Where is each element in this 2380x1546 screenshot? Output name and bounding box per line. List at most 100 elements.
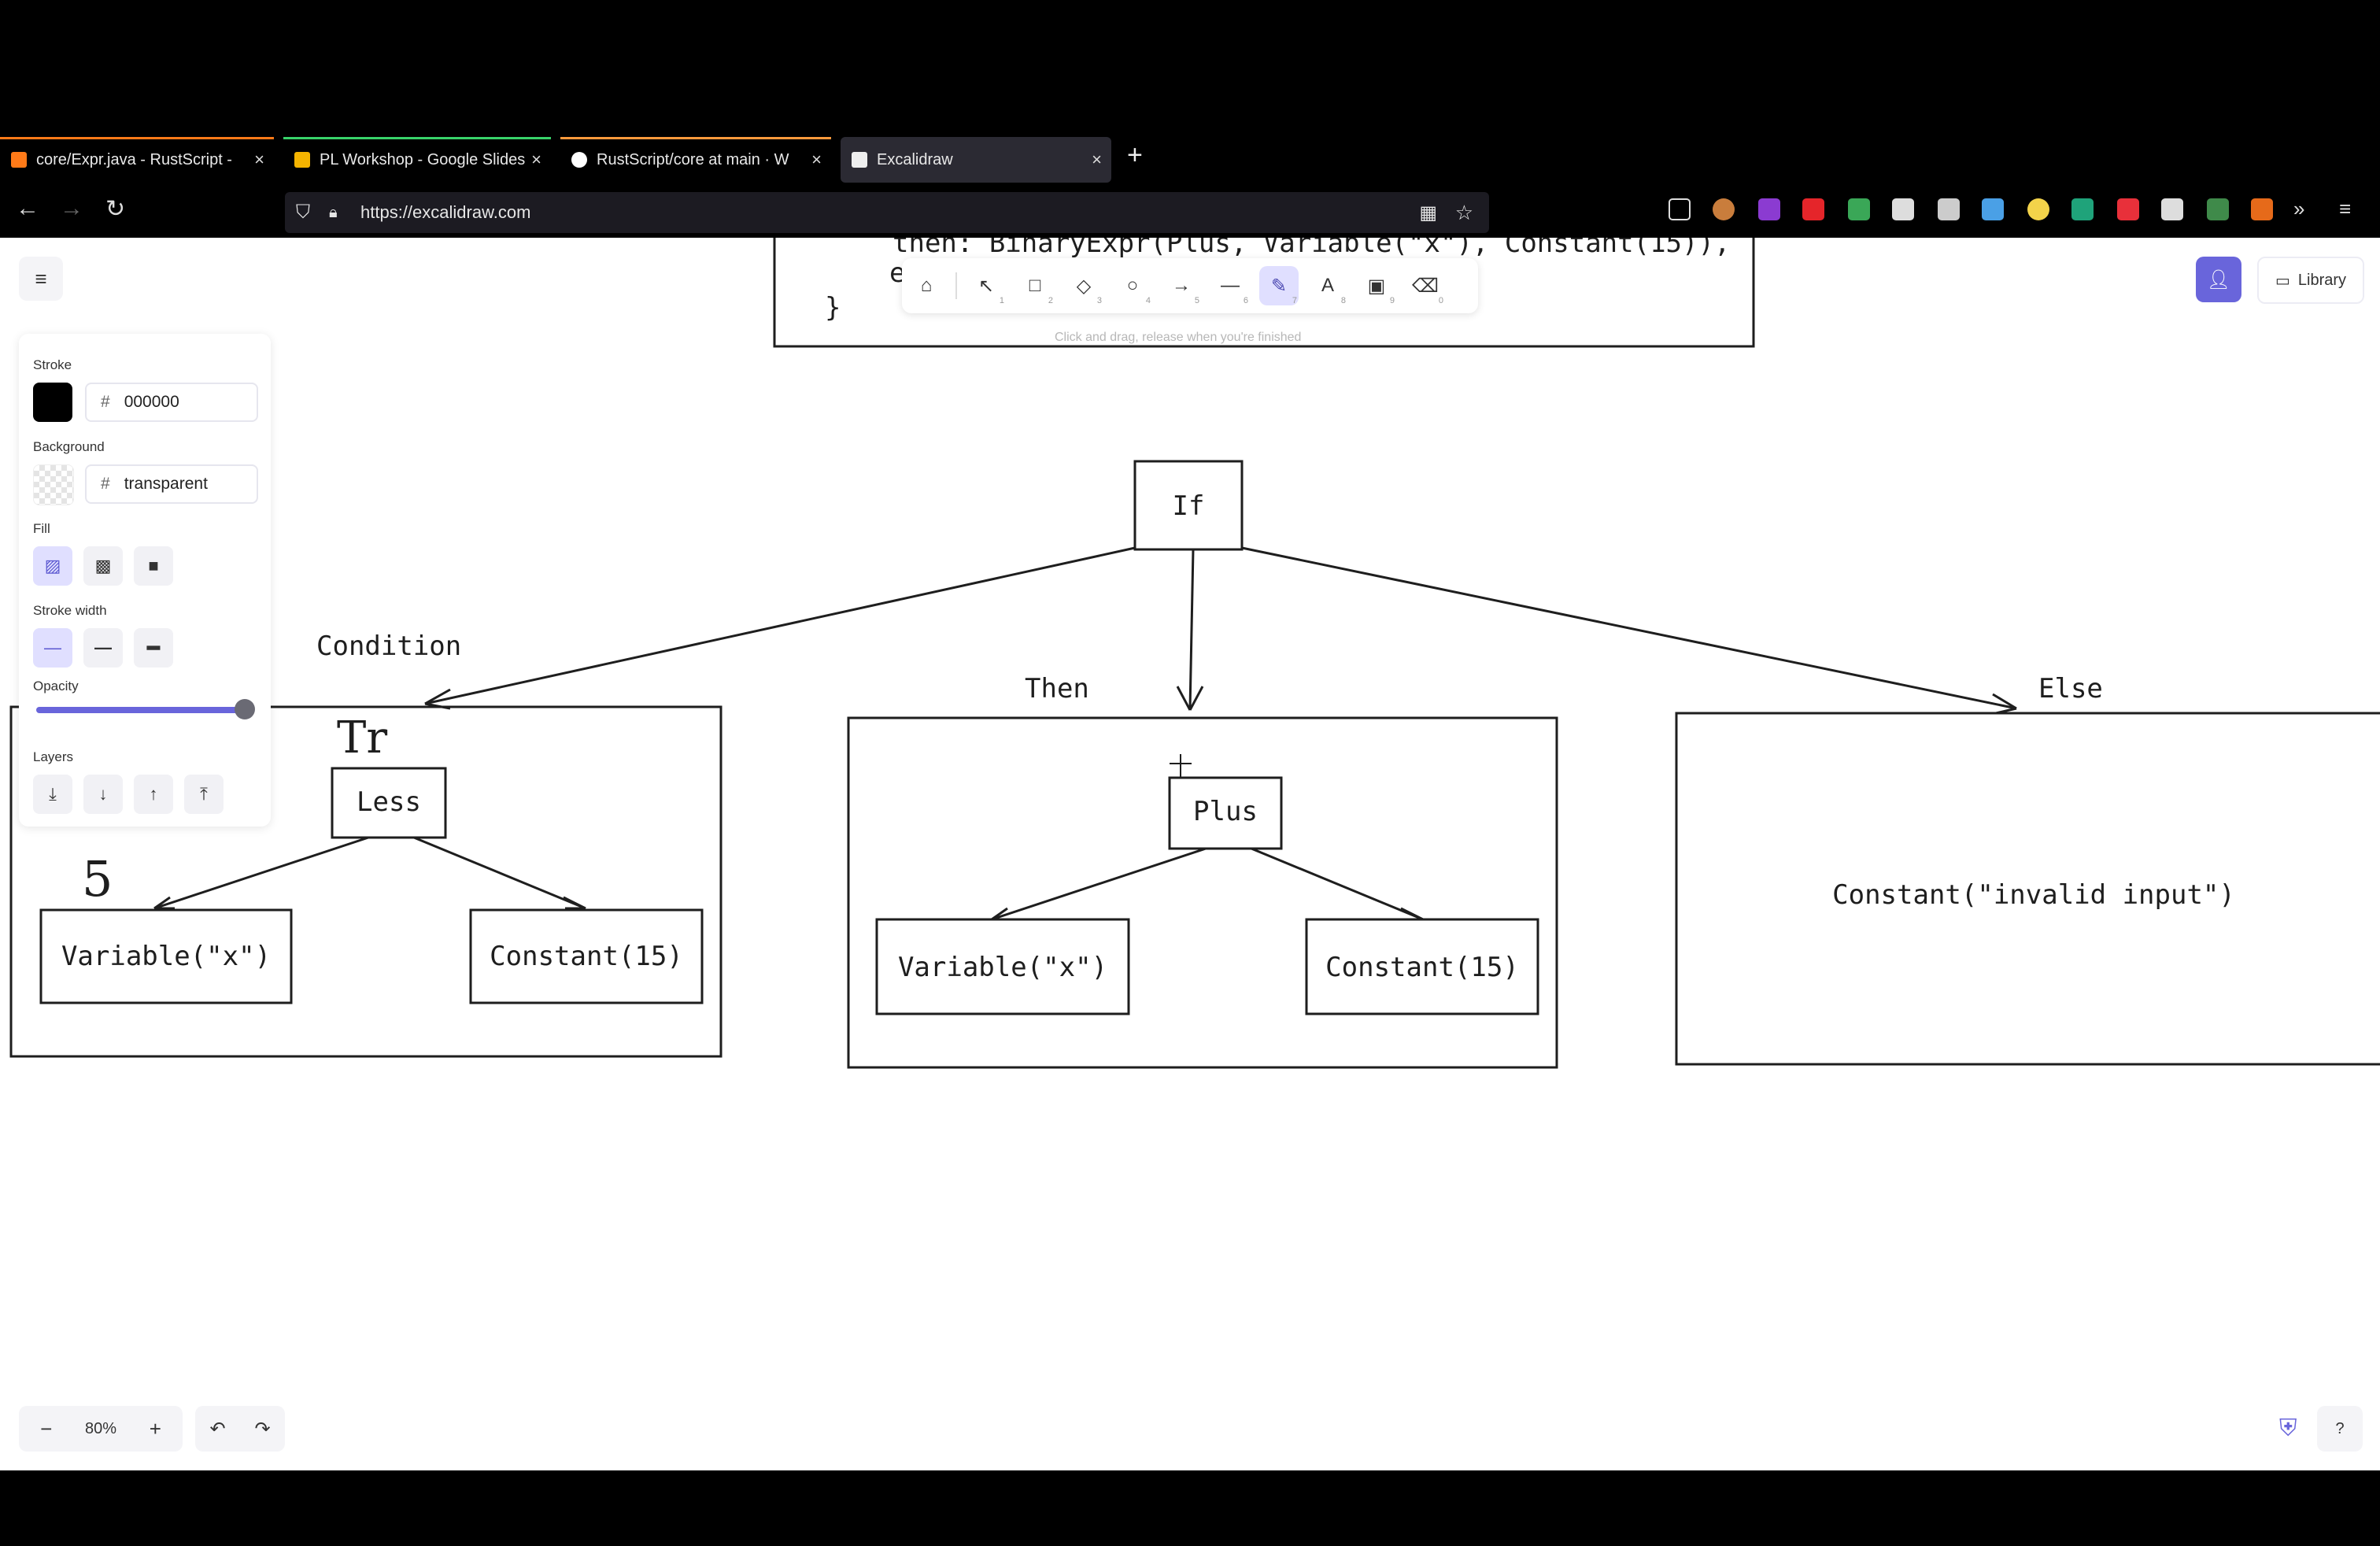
lock-icon[interactable]: ⌂ — [920, 275, 933, 296]
arrow-icon[interactable]: →5 — [1172, 275, 1199, 305]
code-box — [773, 238, 1755, 348]
extension-icon[interactable] — [1758, 198, 1780, 220]
library-button[interactable]: ▭ Library — [2257, 257, 2364, 304]
then-const-label: Constant(15) — [1325, 952, 1519, 983]
tab-expr-java[interactable]: core/Expr.java - RustScript - × — [0, 137, 274, 183]
arrow-then — [1188, 549, 1195, 711]
draw-icon[interactable]: ✎7 — [1259, 266, 1299, 305]
undo-icon[interactable]: ↶ — [209, 1418, 226, 1440]
gitpod-icon — [11, 152, 27, 168]
cond-const-label: Constant(15) — [490, 941, 683, 972]
opacity-slider-handle[interactable] — [235, 699, 255, 719]
qr-icon[interactable]: ▦ — [1419, 202, 1437, 224]
main-menu-button[interactable]: ≡ — [19, 257, 63, 301]
properties-panel: Stroke # 000000 Background # transparent… — [19, 334, 271, 827]
eraser-icon[interactable]: ⌫0 — [1412, 275, 1443, 306]
forward-icon[interactable]: → — [60, 195, 83, 221]
back-icon[interactable]: ← — [16, 195, 39, 221]
then-var-box — [875, 918, 1130, 1015]
background-hex-input[interactable]: # transparent — [85, 464, 258, 504]
then-frame — [847, 716, 1558, 1069]
then-var-label: Variable("x") — [898, 952, 1107, 983]
arrow-condition — [424, 546, 1136, 705]
new-tab-button[interactable]: + — [1127, 140, 1143, 170]
cond-var-box — [39, 908, 293, 1004]
extension-icon[interactable] — [2207, 198, 2229, 220]
fill-solid-icon[interactable]: ■ — [134, 546, 173, 586]
star-icon[interactable]: ☆ — [1454, 200, 1473, 224]
if-node-box — [1133, 460, 1244, 551]
users-icon: 👤︎ — [2206, 268, 2231, 290]
excalidraw-icon — [852, 152, 867, 168]
drawing-layer[interactable]: then: BinaryExpr(Plus, Variable("x"), Co… — [0, 238, 2380, 1470]
background-color-swatch[interactable] — [33, 464, 74, 505]
excalidraw-canvas[interactable]: then: BinaryExpr(Plus, Variable("x"), Co… — [0, 238, 2380, 1470]
pocket-icon[interactable] — [1669, 198, 1691, 220]
then-const-box — [1305, 918, 1539, 1015]
tab-excalidraw[interactable]: Excalidraw × — [841, 137, 1111, 183]
opacity-slider[interactable] — [36, 707, 249, 713]
stroke-width-label: Stroke width — [33, 603, 107, 618]
extension-icon[interactable] — [2161, 198, 2183, 220]
selection-icon[interactable]: ↖1 — [978, 275, 1004, 306]
shield-check-icon[interactable]: ⛨ — [2279, 1415, 2297, 1441]
overflow-icon[interactable]: » — [2293, 197, 2305, 220]
redo-icon[interactable]: ↷ — [254, 1418, 271, 1440]
cond-const-box — [469, 908, 704, 1004]
send-to-back-icon[interactable]: ⤓ — [33, 775, 72, 814]
extension-icon[interactable] — [1938, 198, 1960, 220]
extension-icon[interactable] — [1848, 198, 1870, 220]
bottom-letterbox — [0, 1470, 2380, 1546]
close-icon[interactable]: × — [531, 150, 541, 169]
grid-icon[interactable] — [1892, 198, 1914, 220]
extension-icon[interactable] — [2117, 198, 2139, 220]
background-label: Background — [33, 439, 105, 454]
fill-hachure-icon[interactable]: ▨ — [33, 546, 72, 586]
reload-icon[interactable]: ↻ — [105, 196, 126, 222]
zoom-controls: − 80% + — [19, 1406, 183, 1452]
stroke-hex-value: 000000 — [124, 393, 179, 411]
zoom-level[interactable]: 80% — [84, 1419, 116, 1437]
url-bar[interactable]: ⛉ 🔒︎ https://excalidraw.com ▦ ☆ — [285, 192, 1489, 233]
extension-icon[interactable] — [2071, 198, 2094, 220]
fill-crosshatch-icon[interactable]: ▩ — [83, 546, 123, 586]
stroke-label: Stroke — [33, 357, 72, 372]
extension-icon[interactable] — [1982, 198, 2004, 220]
zoom-in-button[interactable]: + — [149, 1416, 161, 1441]
cookie-icon[interactable] — [1713, 198, 1735, 220]
send-backward-icon[interactable]: ↓ — [83, 775, 123, 814]
tab-github[interactable]: RustScript/core at main · W × — [560, 137, 831, 183]
help-icon: ? — [2335, 1419, 2345, 1437]
stroke-bold-icon[interactable]: — — [83, 628, 123, 668]
youtube-icon[interactable] — [1802, 198, 1824, 220]
hash-label: # — [101, 475, 110, 493]
bring-to-front-icon[interactable]: ⤒ — [184, 775, 224, 814]
extension-icon[interactable] — [2251, 198, 2273, 220]
ellipse-icon[interactable]: ○4 — [1126, 275, 1151, 305]
rectangle-icon[interactable]: □2 — [1029, 275, 1053, 305]
lock-icon: 🔒︎ — [329, 203, 338, 221]
close-icon[interactable]: × — [1092, 150, 1102, 169]
shield-icon: ⛉ — [296, 202, 310, 223]
diamond-icon[interactable]: ◇3 — [1076, 275, 1102, 306]
background-hex-value: transparent — [124, 475, 208, 493]
stroke-hex-input[interactable]: # 000000 — [85, 383, 258, 422]
zoom-out-button[interactable]: − — [40, 1416, 53, 1441]
stroke-extra-bold-icon[interactable]: ━ — [134, 628, 173, 668]
close-icon[interactable]: × — [811, 150, 822, 169]
stroke-color-swatch[interactable] — [33, 383, 72, 422]
extension-icon[interactable] — [2027, 198, 2049, 220]
close-icon[interactable]: × — [254, 150, 264, 169]
collaborate-button[interactable]: 👤︎ — [2196, 257, 2241, 302]
line-icon[interactable]: —6 — [1221, 275, 1248, 305]
history-controls: ↶ ↷ — [195, 1406, 285, 1452]
help-button[interactable]: ? — [2317, 1406, 2363, 1452]
tab-google-slides[interactable]: PL Workshop - Google Slides × — [283, 137, 551, 183]
stroke-thin-icon[interactable]: — — [33, 628, 72, 668]
hamburger-icon[interactable]: ≡ — [2339, 197, 2352, 220]
image-icon[interactable]: ▣9 — [1367, 275, 1395, 306]
bring-forward-icon[interactable]: ↑ — [134, 775, 173, 814]
code-char: e — [889, 257, 905, 289]
